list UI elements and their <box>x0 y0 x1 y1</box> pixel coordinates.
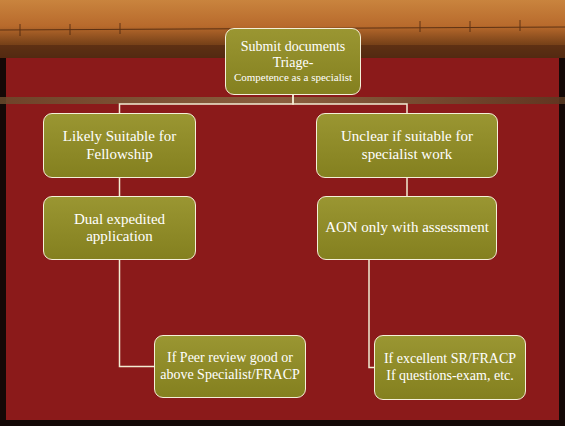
box-text: Unclear if suitable for specialist work <box>322 128 492 163</box>
box-text: Submit documents Triage- <box>231 39 355 71</box>
outcome-box: If Peer review good or above Specialist/… <box>154 335 306 398</box>
box-text: If excellent SR/FRACP If questions-exam,… <box>380 351 520 383</box>
process-box: AON only with assessment <box>317 196 497 260</box>
connector-line <box>293 95 407 113</box>
box-text: AON only with assessment <box>325 219 489 236</box>
connector-line <box>119 178 121 196</box>
box-text: Likely Suitable for Fellowship <box>49 128 190 163</box>
process-box: Unclear if suitable for specialist work <box>316 113 498 178</box>
connector-line <box>120 95 294 113</box>
box-text: Competence as a specialist <box>234 71 352 84</box>
process-box: Likely Suitable for Fellowship <box>43 113 196 178</box>
box-text: If Peer review good or above Specialist/… <box>160 350 300 382</box>
connector-line <box>120 260 155 367</box>
photo-strip <box>0 97 565 104</box>
connector-line <box>406 178 408 196</box>
outcome-box: If excellent SR/FRACP If questions-exam,… <box>374 335 526 400</box>
process-box: Dual expedited application <box>43 196 196 260</box>
red-ground <box>6 0 559 420</box>
box-text: Dual expedited application <box>49 211 190 246</box>
start-box: Submit documents Triage-Competence as a … <box>225 28 361 95</box>
